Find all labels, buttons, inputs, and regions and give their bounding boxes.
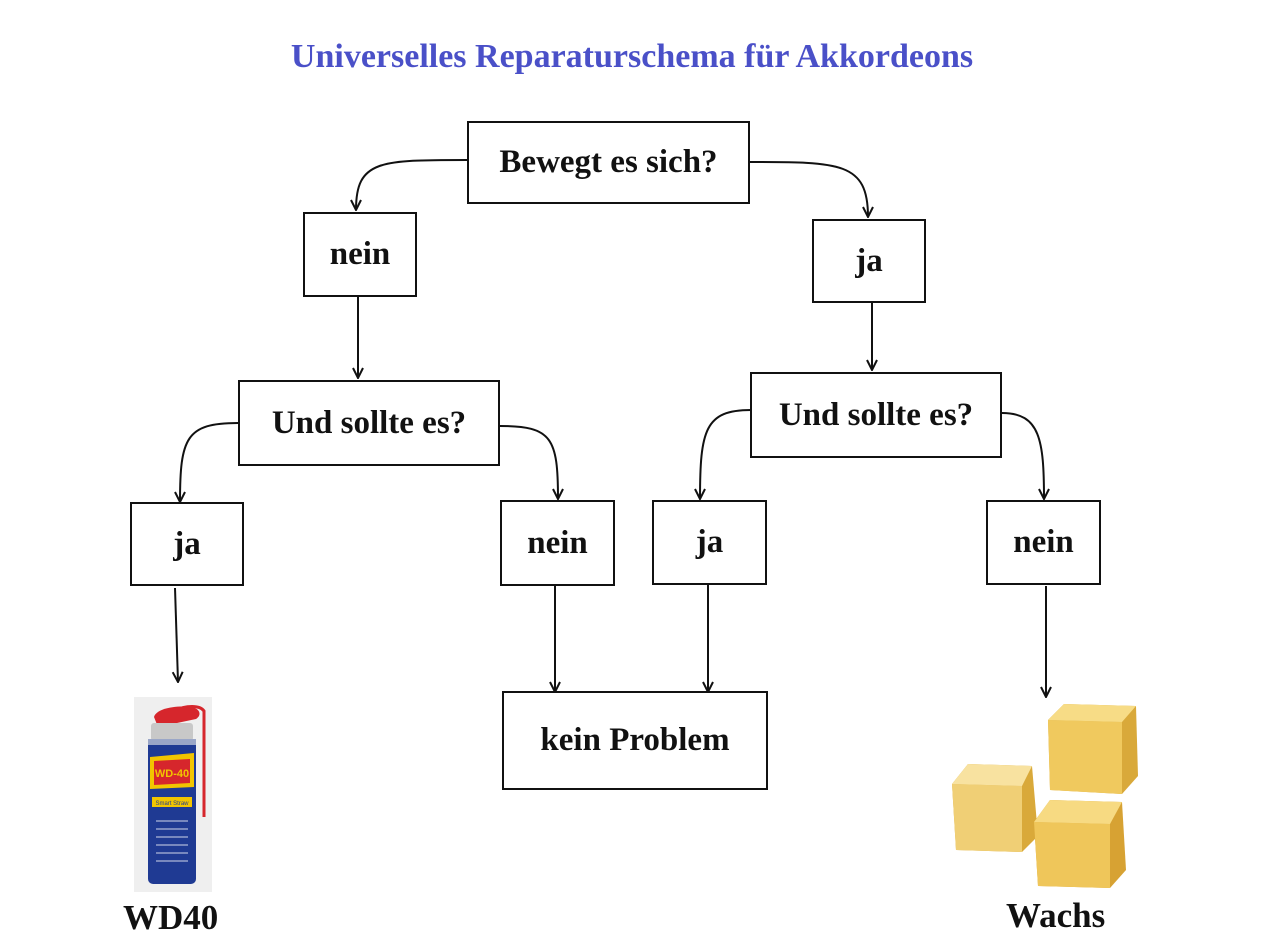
node-right-question-label: Und sollte es? [778,396,974,433]
node-right-ja-label: ja [695,524,724,560]
edge-root-to-nein [356,159,468,210]
wd40-label: WD40 [123,898,219,937]
edge-root-to-ja [749,161,868,217]
node-left-question: Und sollte es? [238,380,500,466]
wd40-can-straw-text: Smart Straw [155,801,189,807]
node-no-problem: kein Problem [502,691,768,790]
node-level1-ja-label: ja [855,242,883,279]
node-left-ja-label: ja [173,525,201,562]
edge-left-question-to-ja [180,422,239,502]
node-right-question: Und sollte es? [750,372,1002,458]
node-left-nein: nein [500,500,615,586]
node-left-ja: ja [130,502,244,586]
wax-cubes-image [952,704,1138,888]
edge-left-question-to-nein [499,425,558,499]
node-root-question: Bewegt es sich? [467,121,750,204]
node-level1-ja: ja [812,219,926,303]
wd40-can-image: WD-40 Smart Straw [134,697,212,892]
node-root-question-label: Bewegt es sich? [499,144,718,180]
wax-label: Wachs [1006,896,1106,935]
wd40-can-logo-text: WD-40 [155,768,189,780]
node-level1-nein: nein [303,212,417,297]
node-level1-nein-label: nein [329,236,391,272]
node-right-ja: ja [652,500,767,585]
node-right-nein-label: nein [1013,524,1074,560]
edge-right-question-to-nein [1001,412,1044,499]
node-left-question-label: Und sollte es? [271,404,467,441]
node-left-nein-label: nein [527,524,588,561]
edge-right-question-to-ja [700,409,752,499]
node-right-nein: nein [986,500,1101,585]
edge-left-ja-to-wd40 [175,587,178,682]
node-no-problem-label: kein Problem [540,722,730,758]
diagram-title: Universelles Reparaturschema für Akkorde… [290,38,974,75]
